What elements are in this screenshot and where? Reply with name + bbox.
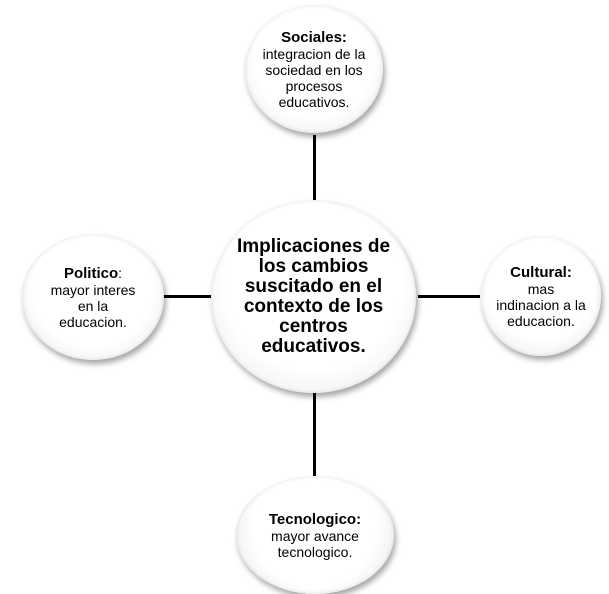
- connector-bottom: [313, 392, 316, 478]
- node-tecnologico-title: Tecnologico:: [268, 510, 362, 528]
- connector-right: [418, 295, 480, 298]
- center-node-text: Implicaciones de los cambios suscitado e…: [236, 235, 391, 357]
- center-node: Implicaciones de los cambios suscitado e…: [211, 200, 416, 393]
- node-tecnologico-text: mayor avance tecnologico.: [271, 527, 359, 560]
- node-cultural: Cultural: mas indinacion a la educacion.: [481, 236, 601, 356]
- node-cultural-title: Cultural:: [510, 263, 572, 281]
- node-politico-title: Politico: [63, 264, 119, 282]
- node-sociales-title: Sociales:: [281, 28, 347, 46]
- connector-left: [163, 295, 211, 298]
- node-politico-text: mayor interes en la educacion.: [50, 281, 136, 330]
- node-politico-title-suffix: :: [118, 264, 123, 281]
- node-tecnologico: Tecnologico: mayor avance tecnologico.: [236, 476, 394, 594]
- node-sociales-text: integracion de la sociedad en los proces…: [262, 45, 366, 110]
- node-sociales: Sociales: integracion de la sociedad en …: [245, 5, 383, 133]
- node-cultural-text: mas indinacion a la educacion.: [496, 280, 586, 329]
- connector-top: [313, 135, 316, 201]
- node-politico: Politico: mayor interes en la educacion.: [22, 234, 164, 360]
